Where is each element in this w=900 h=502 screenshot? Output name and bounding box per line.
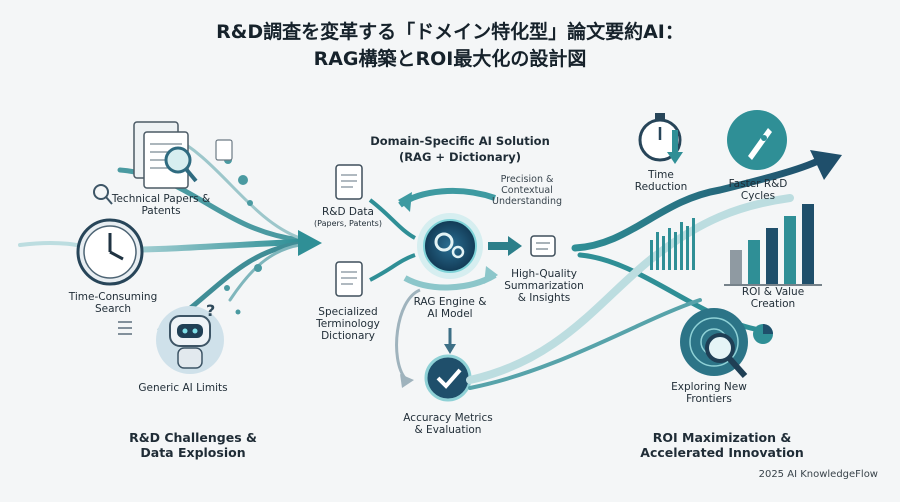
summary-doc-icon [530,235,556,257]
feedback-loop [395,288,421,379]
label-summarization: High-Quality Summarization & Insights [504,268,584,304]
question-icon: ? [206,301,215,320]
small-doc-icon [215,139,233,161]
label-rd-data: R&D Data [322,206,374,218]
stopwatch-icon [638,113,683,164]
rocket-icon [727,110,787,170]
bar-chart-icon [724,204,822,286]
metrics-icon [424,354,472,402]
label-rag-engine: RAG Engine & AI Model [413,296,487,320]
label-rd-data-sub: (Papers, Patents) [314,219,382,228]
label-dictionary: Specialized Terminology Dictionary [316,306,380,342]
rag-engine-icon [417,213,483,279]
heading-domain-ai: Domain-Specific AI Solution [370,134,550,148]
heading-roi-maximization: ROI Maximization & Accelerated Innovatio… [640,430,804,460]
clock-icon [76,218,144,286]
robot-icon [156,306,224,374]
heading-rd-challenges: R&D Challenges & Data Explosion [129,430,257,460]
search-icon [93,184,113,205]
mini-bars-icon [650,218,695,270]
label-new-frontiers: Exploring New Frontiers [671,381,747,405]
label-time-consuming-search: Time-Consuming Search [68,291,158,315]
growth-arrow-head [810,150,842,180]
label-precision: Precision & Contextual Understanding [492,174,562,207]
footer-copyright: 2025 AI KnowledgeFlow [758,469,878,480]
pie-icon [753,324,773,344]
label-time-reduction: Time Reduction [634,169,688,193]
stream-nodes [224,156,262,315]
label-roi-value: ROI & Value Creation [741,286,805,310]
label-accuracy-metrics: Accuracy Metrics & Evaluation [403,412,493,436]
page-title-line1: R&D調査を変革する「ドメイン特化型」論文要約AI： [216,21,684,43]
left-arrow-head [298,230,322,256]
heading-rag-dictionary: (RAG + Dictionary) [398,150,522,164]
radar-icon [680,308,748,378]
page-title-line2: RAG構築とROI最大化の設計図 [313,48,587,70]
label-generic-ai-limits: Generic AI Limits [138,382,228,394]
documents-icon [133,121,198,189]
engine-output-arrow [488,236,522,256]
middle-docs [335,164,363,297]
list-lines-icon [118,321,132,335]
label-faster-cycles: Faster R&D Cycles [728,178,788,202]
label-technical-papers: Technical Papers & Patents [111,193,211,217]
